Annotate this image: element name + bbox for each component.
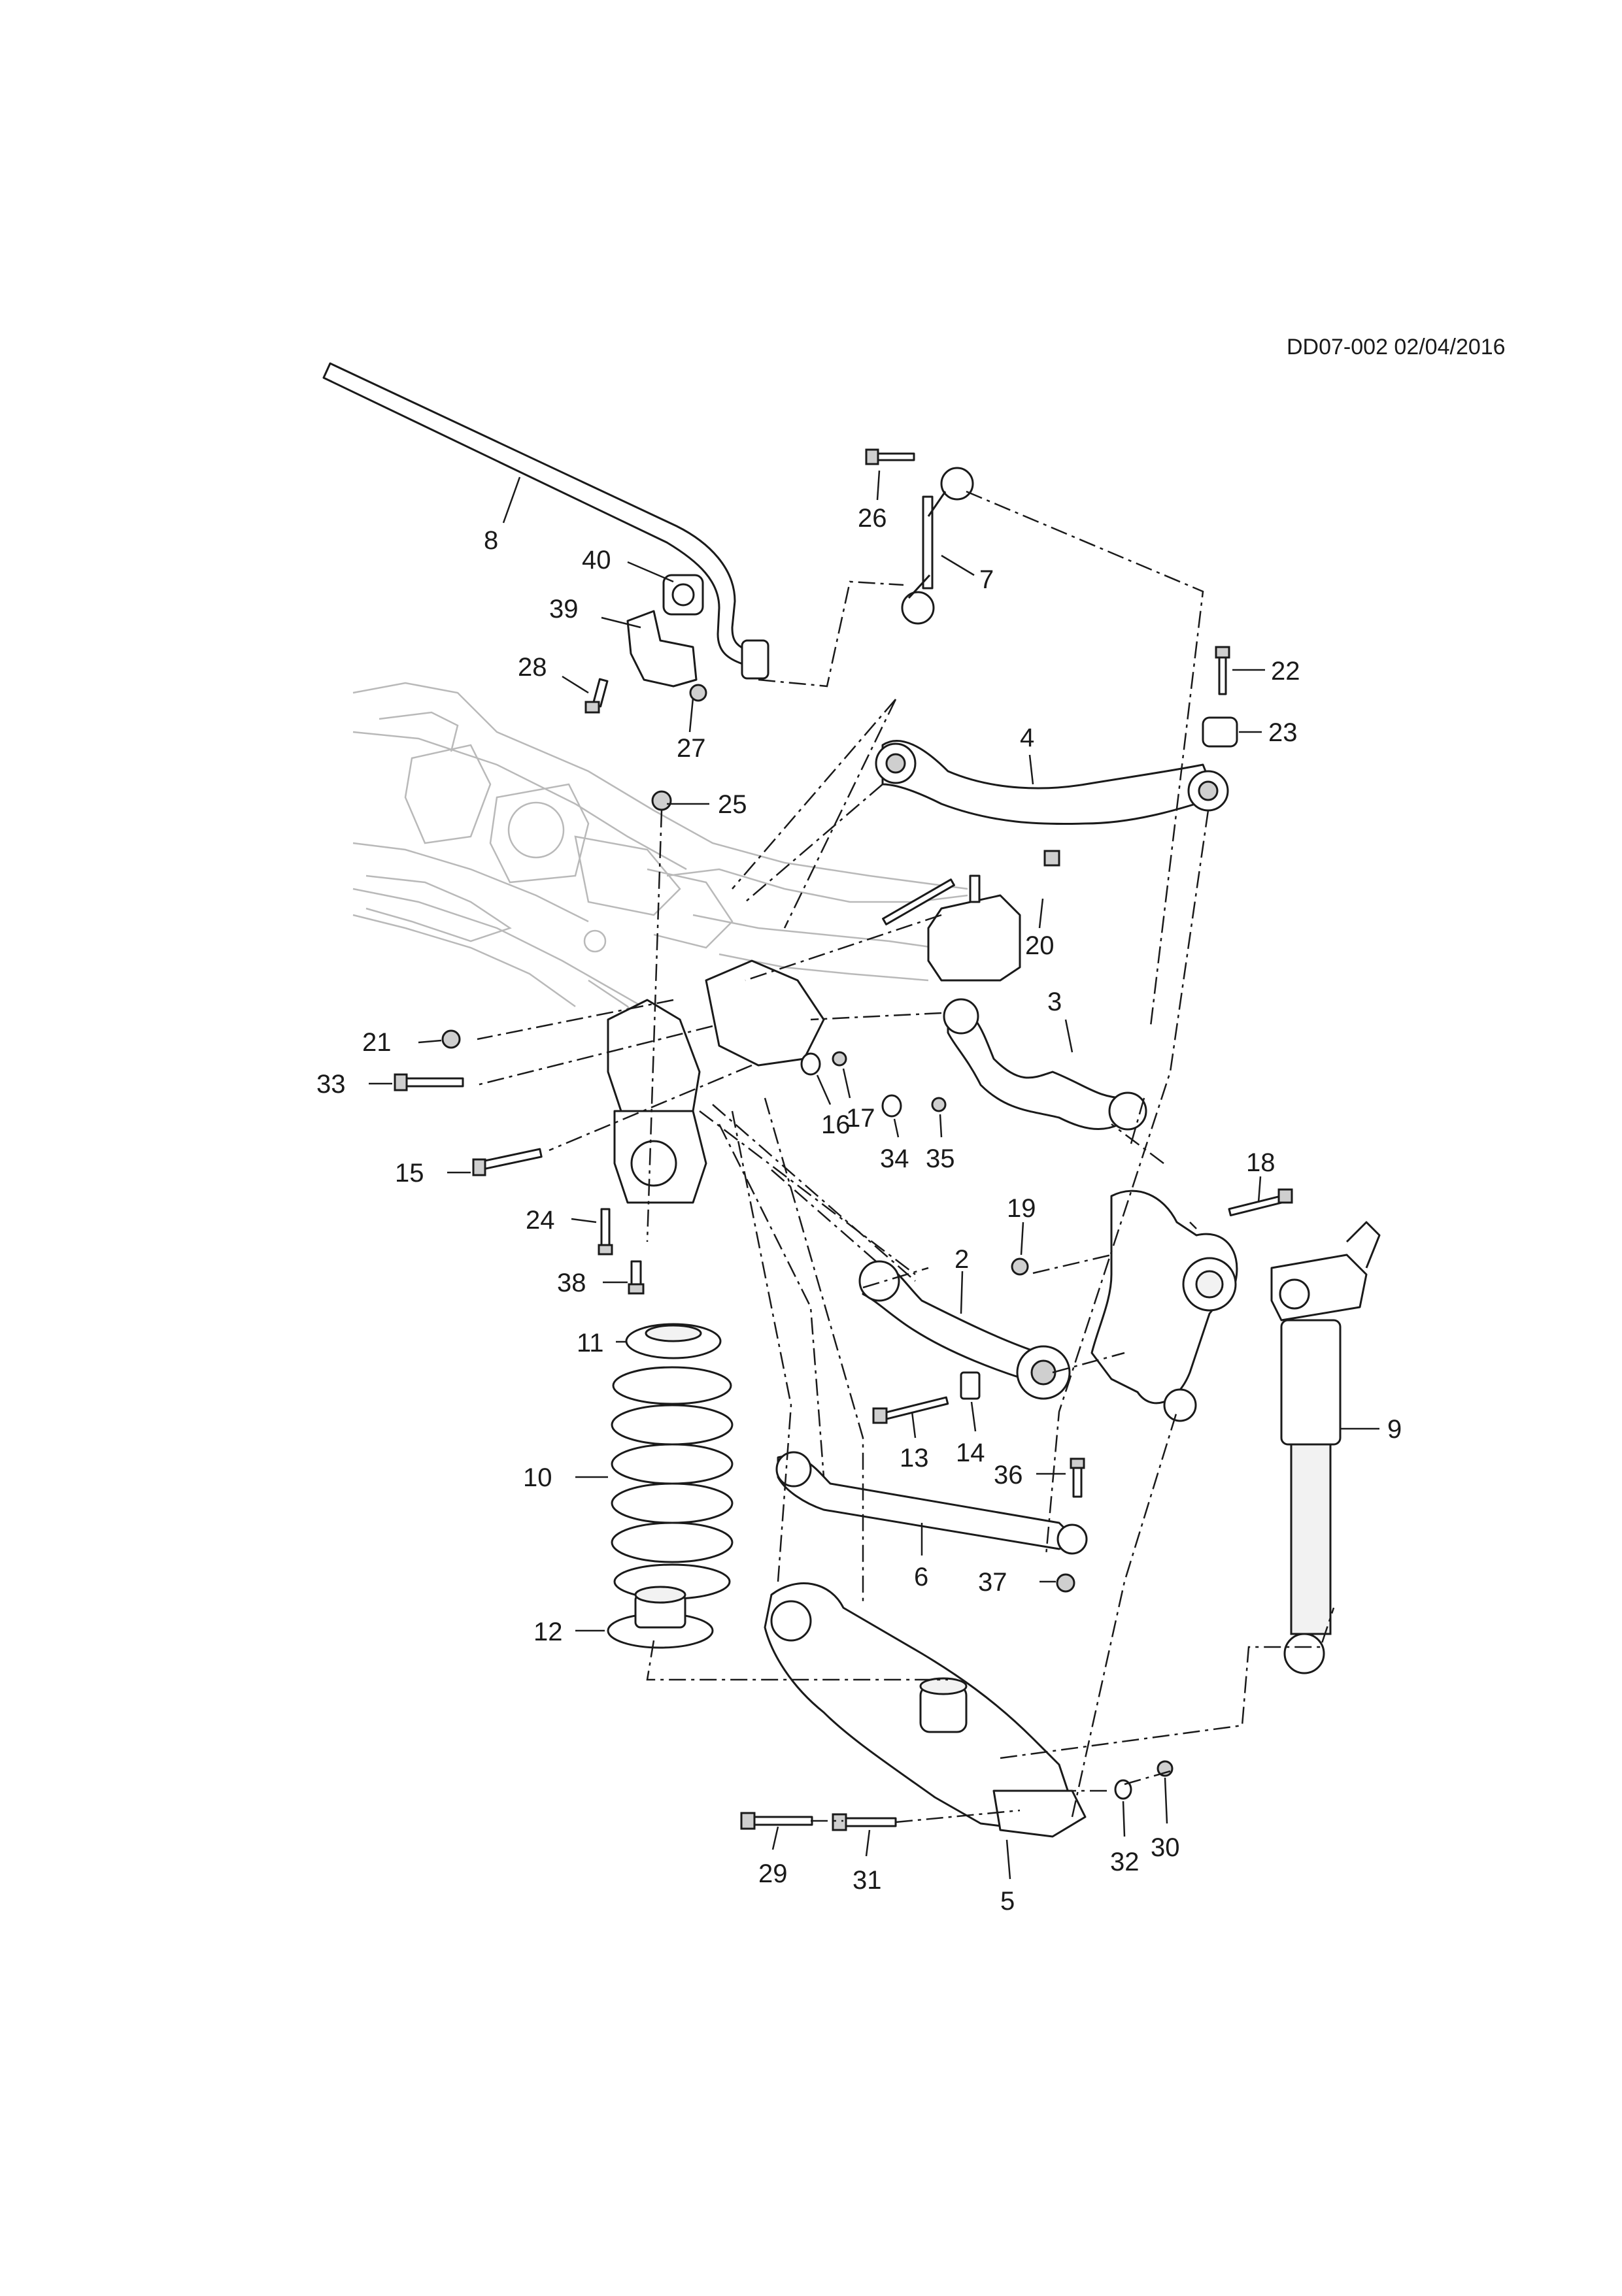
coil-spring (611, 1366, 734, 1600)
callout-5: 5 (1000, 1887, 1015, 1916)
bolt-22 (1215, 646, 1230, 695)
callout-7: 7 (979, 565, 994, 594)
callout-3: 3 (1047, 988, 1062, 1016)
nut-37 (1056, 1573, 1075, 1593)
callout-10: 10 (523, 1463, 552, 1492)
callout-38: 38 (557, 1269, 586, 1297)
washer-32 (1114, 1779, 1132, 1800)
callout-37: 37 (978, 1568, 1007, 1597)
bolt-29 (740, 1812, 813, 1830)
document-code: DD07-002 02/04/2016 (1287, 335, 1506, 359)
callout-22: 22 (1271, 657, 1300, 686)
bolt-15 (472, 1148, 543, 1176)
callout-14: 14 (956, 1439, 985, 1467)
callout-31: 31 (853, 1866, 882, 1895)
spring-link-arm (764, 1582, 1087, 1838)
steering-knuckle (1090, 1190, 1238, 1422)
nut-27 (689, 684, 707, 702)
callout-13: 13 (900, 1444, 929, 1472)
bolt-20 (882, 850, 1060, 925)
callout-40: 40 (582, 546, 611, 574)
callout-24: 24 (526, 1206, 555, 1235)
callout-36: 36 (994, 1461, 1023, 1489)
callout-27: 27 (677, 734, 706, 763)
washer-16 (800, 1052, 821, 1076)
bolt-38 (628, 1260, 645, 1295)
stabilizer-bushing (662, 574, 704, 616)
callout-16: 16 (821, 1110, 851, 1139)
stabilizer-link (901, 467, 974, 625)
callout-20: 20 (1025, 931, 1055, 960)
subframe-bracket (607, 959, 825, 1204)
callout-21: 21 (362, 1028, 392, 1057)
assembly-lines (477, 490, 1335, 1823)
washer-34 (881, 1094, 902, 1118)
nut-25 (651, 790, 672, 811)
nut-17 (832, 1051, 847, 1067)
leader-lines (369, 470, 1379, 1880)
stabilizer-bushing-bracket (626, 610, 698, 688)
lower-front-control-arm (858, 1260, 1071, 1400)
lower-rear-link (775, 1451, 1088, 1555)
subframe-mount (927, 874, 1021, 982)
callout-8: 8 (484, 526, 498, 555)
stabilizer-bar (322, 362, 769, 680)
callout-11: 11 (577, 1329, 604, 1357)
callout-23: 23 (1268, 718, 1298, 747)
callout-4: 4 (1020, 724, 1034, 752)
callout-15: 15 (395, 1159, 424, 1188)
callout-6: 6 (914, 1563, 928, 1591)
callout-12: 12 (533, 1618, 563, 1646)
callout-18: 18 (1246, 1148, 1276, 1177)
toe-link (943, 998, 1147, 1131)
callout-9: 9 (1387, 1415, 1402, 1444)
nut-21 (441, 1029, 461, 1049)
washer-14 (960, 1371, 981, 1400)
nut-35 (931, 1097, 947, 1112)
callout-32: 32 (1110, 1848, 1140, 1876)
callout-30: 30 (1151, 1833, 1180, 1862)
upper-control-arm (875, 740, 1229, 825)
spring-lower-insulator (607, 1586, 714, 1649)
callout-17: 17 (846, 1104, 875, 1133)
bolt-33 (394, 1073, 464, 1091)
bolt-24 (598, 1208, 613, 1256)
bushing-23 (1202, 716, 1238, 748)
callout-2: 2 (955, 1245, 969, 1274)
callout-28: 28 (518, 653, 547, 682)
bolt-36 (1070, 1457, 1085, 1498)
bolt-18 (1228, 1188, 1293, 1217)
callout-25: 25 (718, 790, 747, 819)
callout-19: 19 (1007, 1194, 1036, 1223)
callout-34: 34 (880, 1144, 909, 1173)
callout-labels: 8 40 39 28 27 26 7 22 23 4 25 20 3 21 33… (316, 504, 1402, 1916)
callout-29: 29 (758, 1859, 788, 1888)
nut-19 (1011, 1257, 1029, 1276)
callout-35: 35 (926, 1144, 955, 1173)
callout-39: 39 (549, 595, 579, 624)
shock-absorber (1270, 1221, 1381, 1674)
bolt-13 (872, 1396, 949, 1424)
callout-26: 26 (858, 504, 887, 533)
callout-33: 33 (316, 1070, 346, 1099)
bolt-31 (832, 1813, 897, 1831)
bolt-26 (865, 448, 915, 465)
bolt-28 (584, 678, 609, 714)
spring-upper-insulator (625, 1323, 722, 1359)
